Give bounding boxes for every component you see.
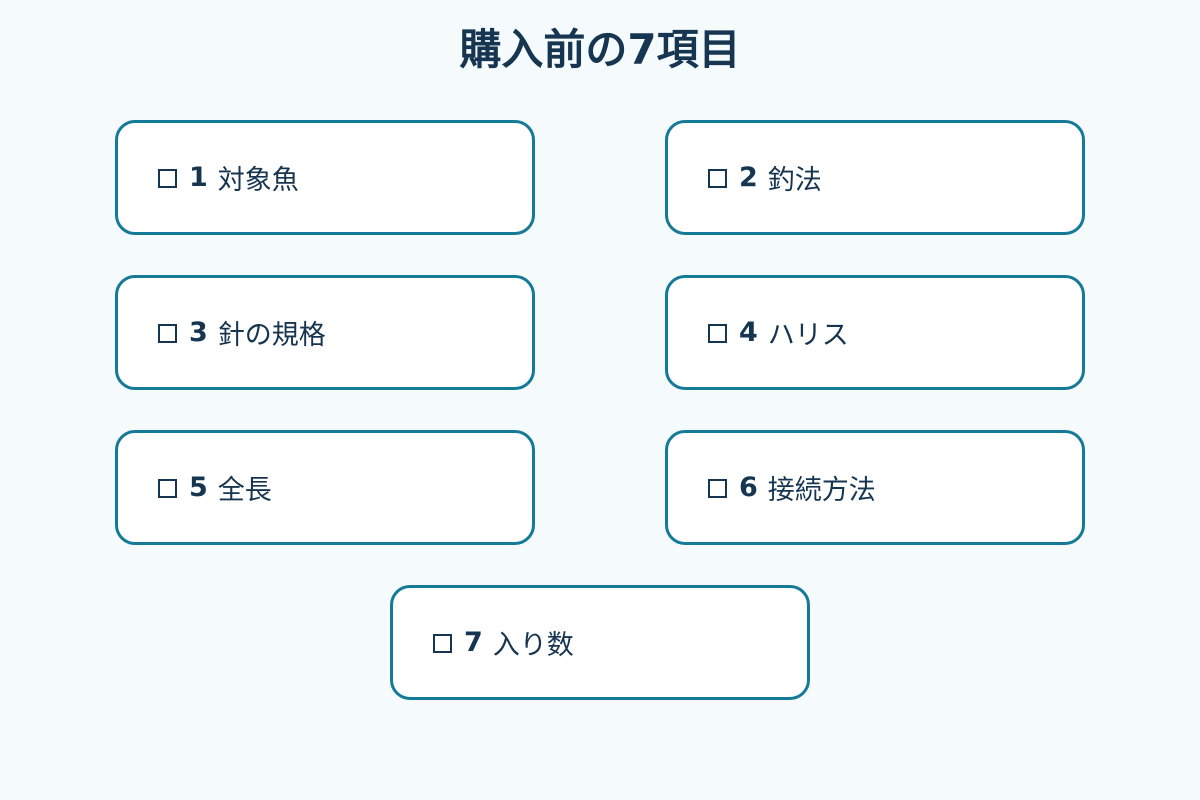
checklist-item-2[interactable]: 2 釣法 bbox=[665, 120, 1085, 235]
item-label: 接続方法 bbox=[767, 475, 876, 506]
checkbox-icon[interactable] bbox=[708, 479, 727, 498]
item-label: 入り数 bbox=[492, 630, 574, 661]
checkbox-icon[interactable] bbox=[158, 479, 177, 498]
page-title: 購入前の7項目 bbox=[459, 25, 741, 74]
item-label: 全長 bbox=[217, 475, 272, 506]
checklist-item-6[interactable]: 6 接続方法 bbox=[665, 430, 1085, 545]
checklist-item-5[interactable]: 5 全長 bbox=[115, 430, 535, 545]
item-number: 6 bbox=[739, 472, 758, 503]
item-label: 対象魚 bbox=[217, 165, 299, 196]
item-number: 7 bbox=[464, 627, 483, 658]
item-label: 釣法 bbox=[767, 165, 822, 196]
checklist-item-1[interactable]: 1 対象魚 bbox=[115, 120, 535, 235]
checkbox-icon[interactable] bbox=[708, 169, 727, 188]
item-number: 2 bbox=[739, 162, 758, 193]
item-label: 針の規格 bbox=[217, 320, 326, 351]
checkbox-icon[interactable] bbox=[158, 169, 177, 188]
checkbox-icon[interactable] bbox=[708, 324, 727, 343]
item-number: 4 bbox=[739, 317, 758, 348]
checkbox-icon[interactable] bbox=[158, 324, 177, 343]
item-number: 3 bbox=[189, 317, 208, 348]
checklist-item-3[interactable]: 3 針の規格 bbox=[115, 275, 535, 390]
item-label: ハリス bbox=[767, 320, 849, 351]
item-number: 1 bbox=[189, 162, 208, 193]
checklist-item-7[interactable]: 7 入り数 bbox=[390, 585, 810, 700]
item-number: 5 bbox=[189, 472, 208, 503]
checkbox-icon[interactable] bbox=[433, 634, 452, 653]
checklist-item-4[interactable]: 4 ハリス bbox=[665, 275, 1085, 390]
